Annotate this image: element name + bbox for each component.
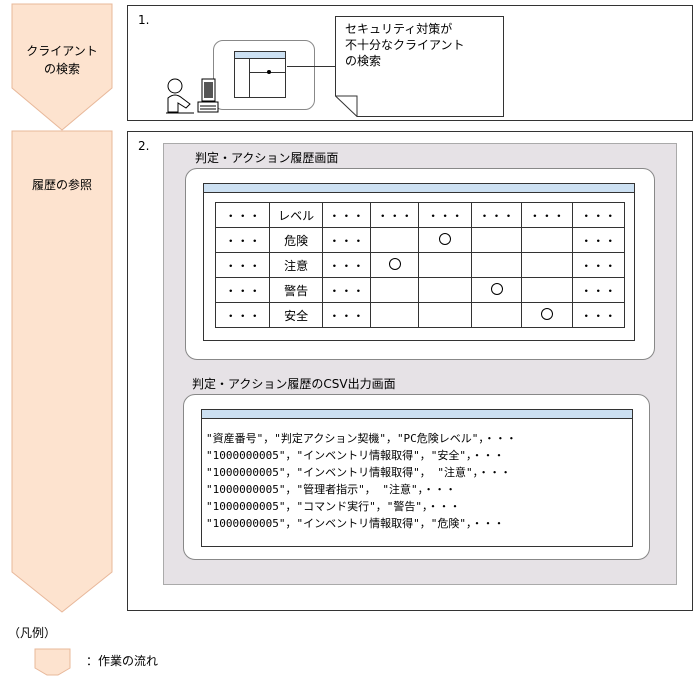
callout-line-3: の検索 bbox=[345, 54, 382, 68]
table-cell bbox=[470, 252, 523, 278]
csv-line: "資産番号"，"判定アクション契機"，"PC危険レベル"，・・・ bbox=[206, 432, 517, 445]
level-marker-circle bbox=[388, 257, 401, 270]
table-cell: ・・・ bbox=[214, 277, 271, 303]
table-cell bbox=[521, 302, 573, 328]
table-header-cell: ・・・ bbox=[521, 202, 573, 228]
table-cell: ・・・ bbox=[214, 227, 271, 253]
table-cell: ・・・ bbox=[571, 277, 626, 303]
csv-screen-bubble: "資産番号"，"判定アクション契機"，"PC危険レベル"，・・・ "1000000… bbox=[183, 394, 650, 560]
csv-line: "1000000005"，"インベントリ情報取得"， "注意"，・・・ bbox=[206, 466, 512, 479]
table-cell: 安全 bbox=[269, 302, 323, 328]
callout-line-1: セキュリティ対策が bbox=[345, 22, 453, 36]
csv-line: "1000000005"，"インベントリ情報取得"，"安全"，・・・ bbox=[206, 449, 505, 462]
flow-chevron-2 bbox=[11, 130, 113, 613]
csv-line: "1000000005"，"コマンド実行"，"警告"，・・・ bbox=[206, 500, 461, 513]
table-cell bbox=[370, 302, 420, 328]
csv-window: "資産番号"，"判定アクション契機"，"PC危険レベル"，・・・ "1000000… bbox=[201, 409, 633, 547]
csv-line: "1000000005"，"管理者指示"， "注意"，・・・ bbox=[206, 483, 457, 496]
table-row: ・・・警告・・・・・・ bbox=[214, 277, 626, 303]
callout-connector bbox=[287, 66, 337, 67]
table-cell: ・・・ bbox=[214, 302, 271, 328]
csv-content: "資産番号"，"判定アクション契機"，"PC危険レベル"，・・・ "1000000… bbox=[206, 430, 517, 532]
user-at-pc-icon bbox=[166, 78, 219, 114]
table-cell: 危険 bbox=[269, 227, 323, 253]
step-label-history: 履歴の参照 bbox=[31, 178, 92, 192]
step-label-search: クライアント の検索 bbox=[26, 44, 98, 76]
table-header-cell: ・・・ bbox=[418, 202, 472, 228]
table-header-cell: ・・・ bbox=[321, 202, 372, 228]
legend-swatch bbox=[34, 648, 71, 676]
table-cell bbox=[470, 302, 523, 328]
legend-title: （凡例） bbox=[8, 626, 57, 640]
panel-1-number: 1. bbox=[138, 13, 150, 27]
table-cell bbox=[418, 277, 472, 303]
panel-step-1: 1. セキュリティ対策が 不十分なクライアント の検索 bbox=[127, 5, 693, 121]
table-cell: ・・・ bbox=[321, 227, 372, 253]
table-row: ・・・危険・・・・・・ bbox=[214, 227, 626, 253]
callout-note bbox=[335, 16, 504, 117]
history-window: ・・・ レベル ・・・ ・・・ ・・・ ・・・ ・・・ ・・・ ・・・危険・・・… bbox=[203, 183, 635, 341]
legend-flow-label: ：作業の流れ bbox=[86, 654, 159, 668]
history-screen-title: 判定・アクション履歴画面 bbox=[195, 151, 339, 165]
panel-2-number: 2. bbox=[138, 139, 150, 153]
flow-chevron-1 bbox=[11, 3, 113, 131]
callout-line-2: 不十分なクライアント bbox=[345, 38, 465, 52]
history-screen-bubble: ・・・ レベル ・・・ ・・・ ・・・ ・・・ ・・・ ・・・ ・・・危険・・・… bbox=[185, 168, 655, 360]
table-cell bbox=[521, 277, 573, 303]
table-cell bbox=[418, 302, 472, 328]
client-screen-bubble bbox=[213, 40, 315, 110]
table-cell: ・・・ bbox=[214, 252, 271, 278]
table-cell: ・・・ bbox=[571, 302, 626, 328]
table-cell bbox=[370, 252, 420, 278]
table-cell: 注意 bbox=[269, 252, 323, 278]
table-cell: ・・・ bbox=[321, 302, 372, 328]
flow-arrows bbox=[11, 3, 113, 676]
panel-step-2: 2. 判定・アクション履歴画面 ・・・ レベル ・・・ ・・・ ・・・ bbox=[127, 131, 693, 611]
level-marker-circle bbox=[439, 232, 452, 245]
callout-text: セキュリティ対策が 不十分なクライアント の検索 bbox=[345, 21, 465, 69]
table-header-row: ・・・ レベル ・・・ ・・・ ・・・ ・・・ ・・・ ・・・ bbox=[214, 202, 626, 228]
table-cell: 警告 bbox=[269, 277, 323, 303]
table-header-cell: ・・・ bbox=[370, 202, 420, 228]
table-header-cell: ・・・ bbox=[214, 202, 271, 228]
table-cell: ・・・ bbox=[321, 277, 372, 303]
screens-panel: 判定・アクション履歴画面 ・・・ レベル ・・・ ・・・ ・・・ bbox=[163, 143, 677, 585]
table-cell bbox=[370, 277, 420, 303]
level-marker-circle bbox=[540, 307, 553, 320]
table-row: ・・・注意・・・・・・ bbox=[214, 252, 626, 278]
table-cell bbox=[370, 227, 420, 253]
table-cell bbox=[521, 227, 573, 253]
history-table: ・・・ レベル ・・・ ・・・ ・・・ ・・・ ・・・ ・・・ ・・・危険・・・… bbox=[214, 202, 626, 328]
table-header-cell: レベル bbox=[269, 202, 323, 228]
table-row: ・・・安全・・・・・・ bbox=[214, 302, 626, 328]
table-cell bbox=[521, 252, 573, 278]
table-header-cell: ・・・ bbox=[470, 202, 523, 228]
table-cell: ・・・ bbox=[571, 227, 626, 253]
table-cell bbox=[418, 252, 472, 278]
client-window bbox=[234, 51, 286, 98]
csv-screen-title: 判定・アクション履歴のCSV出力画面 bbox=[192, 377, 396, 391]
level-marker-circle bbox=[490, 282, 503, 295]
table-cell bbox=[470, 227, 523, 253]
table-cell bbox=[418, 227, 472, 253]
table-cell: ・・・ bbox=[571, 252, 626, 278]
table-cell bbox=[470, 277, 523, 303]
csv-line: "1000000005"，"インベントリ情報取得"，"危険"，・・・ bbox=[206, 517, 505, 530]
table-header-cell: ・・・ bbox=[571, 202, 626, 228]
table-cell: ・・・ bbox=[321, 252, 372, 278]
